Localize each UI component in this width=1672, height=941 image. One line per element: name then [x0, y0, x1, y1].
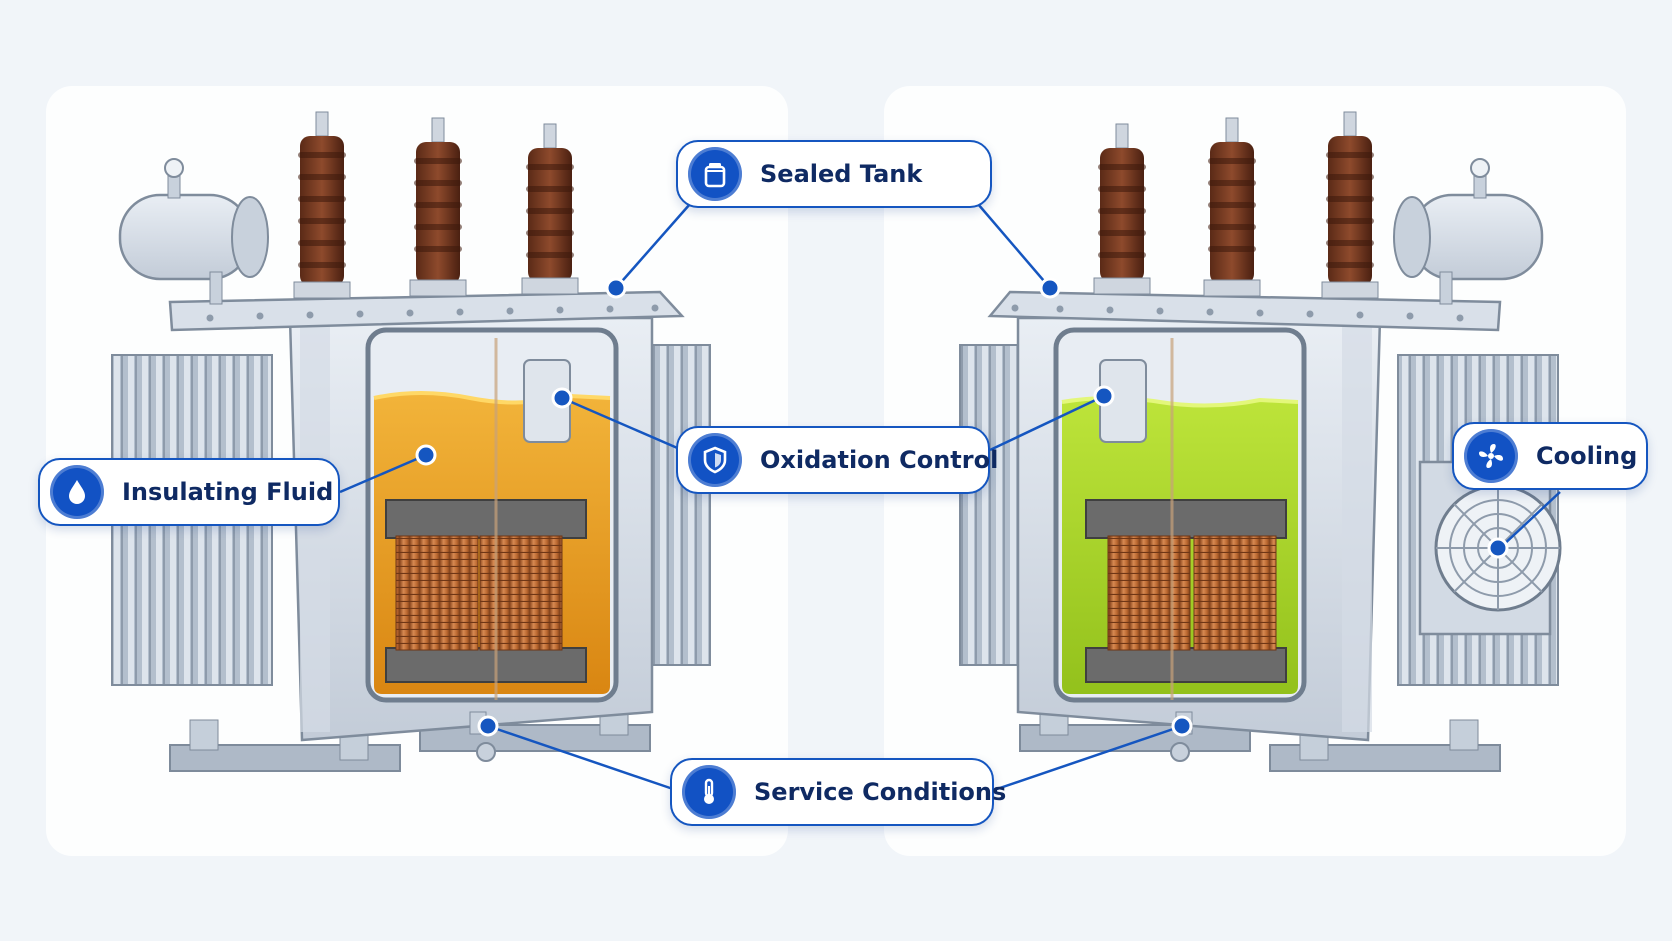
callout-cooling: Cooling: [1452, 422, 1648, 490]
leader-service-right: [993, 724, 1183, 792]
dot-cooling: [1487, 537, 1509, 559]
right-conservator: [1393, 158, 1544, 305]
dot-service-left: [477, 715, 499, 737]
leader-service-left: [487, 724, 677, 792]
left-coil-1: [395, 535, 479, 651]
left-bushings: [293, 111, 579, 299]
leader-sealed-tank-right: [977, 203, 1051, 289]
left-transformer: [111, 111, 711, 772]
left-core-bottom: [385, 647, 587, 683]
thermometer-icon: [682, 765, 736, 819]
leader-insulating-fluid: [339, 453, 427, 494]
right-transformer: [959, 111, 1562, 772]
right-tank-lid: [987, 290, 1502, 332]
leader-cooling: [1499, 491, 1561, 549]
leader-lines: [339, 203, 1561, 792]
right-skid-base: [1019, 704, 1501, 772]
dot-sealed-tank-right: [1039, 277, 1061, 299]
dot-oxidation-left: [551, 387, 573, 409]
right-core-bottom: [1085, 647, 1287, 683]
dot-sealed-tank-left: [605, 277, 627, 299]
leader-oxidation-left: [561, 396, 683, 452]
leader-oxidation-right: [989, 394, 1105, 452]
callout-insulating-fluid-label: Insulating Fluid: [122, 478, 334, 506]
tank-icon: [688, 147, 742, 201]
right-lid-bolts: [1011, 304, 1464, 322]
leader-sealed-tank-left: [615, 203, 691, 289]
callout-insulating-fluid: Insulating Fluid: [38, 458, 340, 526]
droplet-icon: [50, 465, 104, 519]
left-lid-bolts: [206, 304, 659, 322]
right-coil-1: [1107, 535, 1191, 651]
left-conservator: [118, 158, 269, 305]
callout-oxidation-control-label: Oxidation Control: [760, 446, 999, 474]
leader-dots: [415, 277, 1509, 737]
right-coil-2: [1193, 535, 1277, 651]
left-coil-2: [479, 535, 563, 651]
fan-icon: [1464, 429, 1518, 483]
callout-sealed-tank: Sealed Tank: [676, 140, 992, 208]
callout-sealed-tank-label: Sealed Tank: [760, 160, 923, 188]
shield-icon: [688, 433, 742, 487]
right-core-top: [1085, 499, 1287, 539]
callout-cooling-label: Cooling: [1536, 442, 1638, 470]
dot-insulating-fluid: [415, 444, 437, 466]
callout-service-conditions: Service Conditions: [670, 758, 1006, 826]
right-bushings: [1093, 111, 1379, 299]
left-tank-lid: [168, 290, 685, 332]
callout-oxidation-control: Oxidation Control: [676, 426, 998, 494]
left-core-top: [385, 499, 587, 539]
dot-service-right: [1171, 715, 1193, 737]
dot-oxidation-right: [1093, 385, 1115, 407]
callout-service-conditions-label: Service Conditions: [754, 778, 1007, 806]
